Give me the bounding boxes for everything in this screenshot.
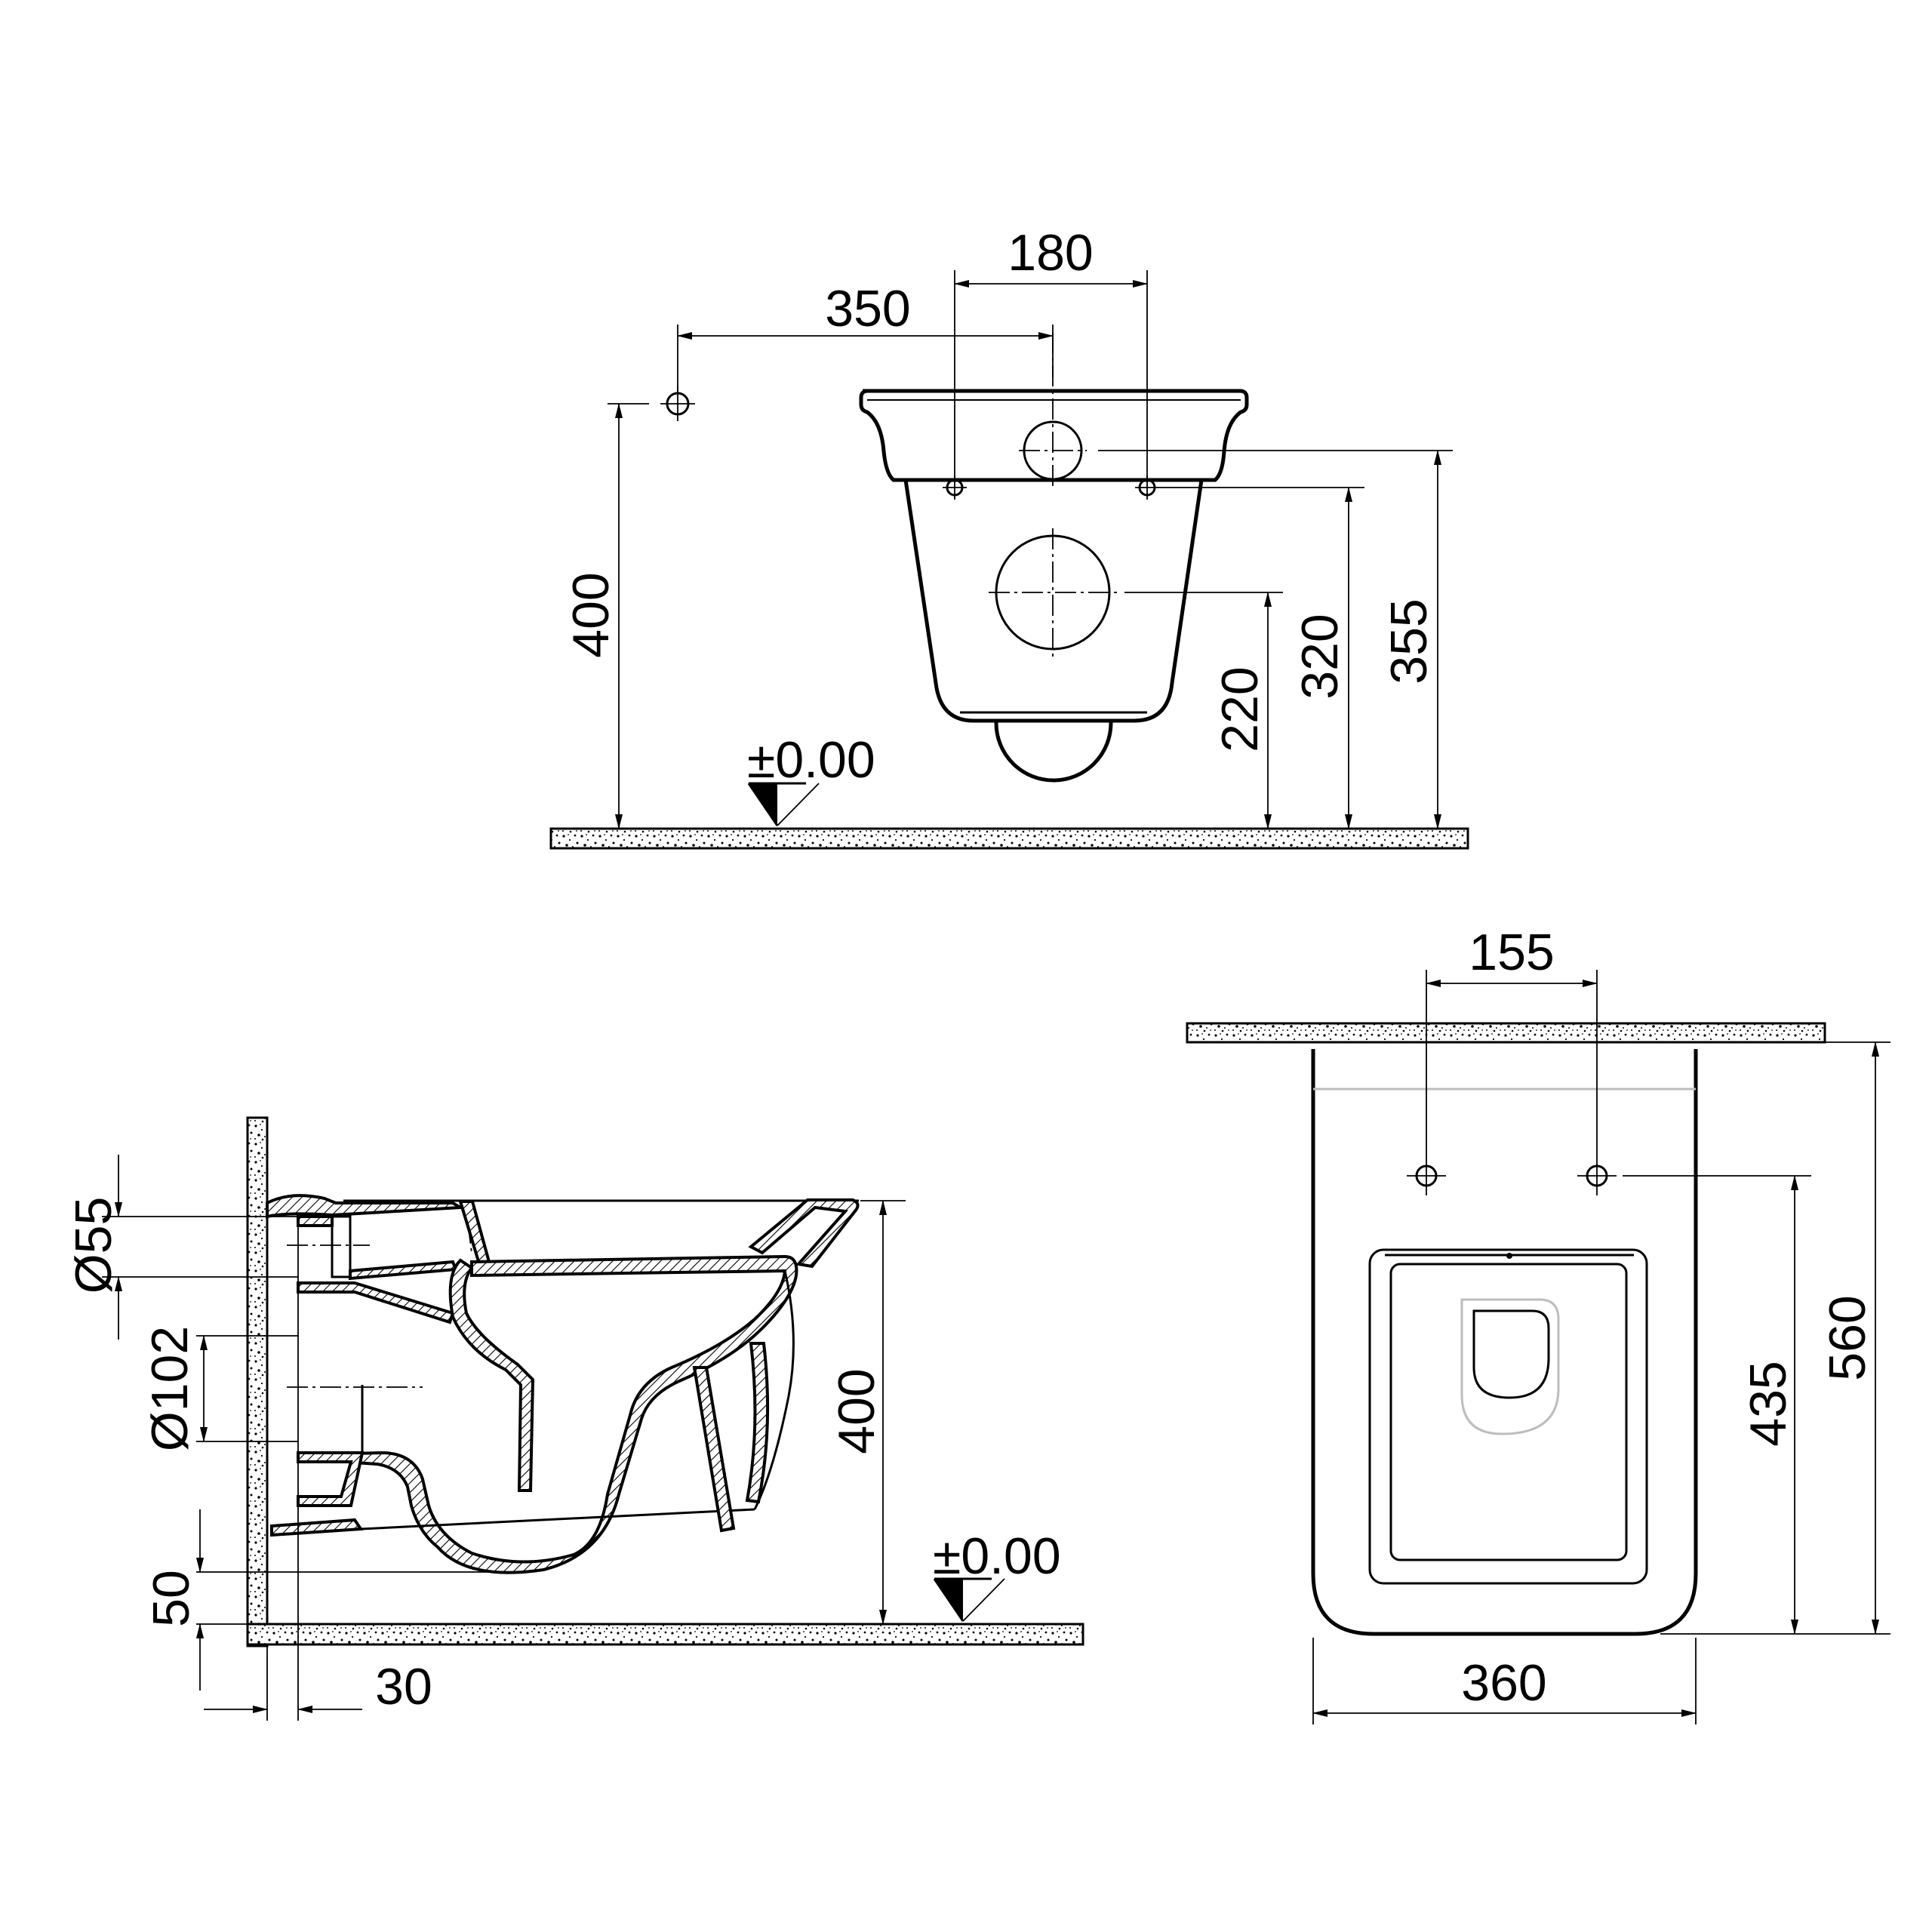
front-dim-350: 350 [825,280,910,337]
top-seat-outer [1368,1248,1648,1585]
side-wall [246,1116,269,1647]
top-view: 155 435 560 360 [1186,924,1890,1724]
top-dim-155: 155 [1469,924,1554,981]
front-level-text: ±0.00 [747,731,875,789]
top-dim-560: 560 [1819,1295,1876,1380]
front-view: 180 350 400 220 320 355 ±0.00 [549,224,1469,850]
side-floor [246,1623,1084,1646]
side-bowl-section [448,1258,535,1492]
top-dim-360: 360 [1461,1654,1546,1712]
front-toilet-body [859,389,1249,783]
top-seat-inner [1389,1263,1628,1561]
top-dim-435: 435 [1740,1361,1797,1446]
front-dim-220: 220 [1211,666,1269,752]
top-wall [1186,1022,1826,1044]
side-dim-d102: Ø102 [141,1326,198,1451]
side-dim-400: 400 [828,1368,885,1454]
side-dim-d55: Ø55 [65,1197,122,1294]
side-level-text: ±0.00 [933,1527,1061,1585]
side-level-marker [933,1577,1005,1622]
front-dim-355: 355 [1380,598,1438,684]
top-bowl-outline-gray [1460,1298,1560,1435]
side-dim-30: 30 [375,1658,432,1715]
top-bowl-outline [1472,1309,1550,1399]
front-dim-320: 320 [1291,614,1349,699]
front-level-marker [747,782,820,826]
top-toilet-body [1311,1049,1698,1636]
side-dim-50: 50 [143,1570,200,1627]
side-view: Ø55 Ø102 400 50 30 ±0.00 [65,1116,1084,1721]
front-dim-400: 400 [562,572,620,657]
front-floor [549,827,1469,850]
front-dim-180: 180 [1008,224,1093,281]
side-rim-section [266,1194,466,1219]
